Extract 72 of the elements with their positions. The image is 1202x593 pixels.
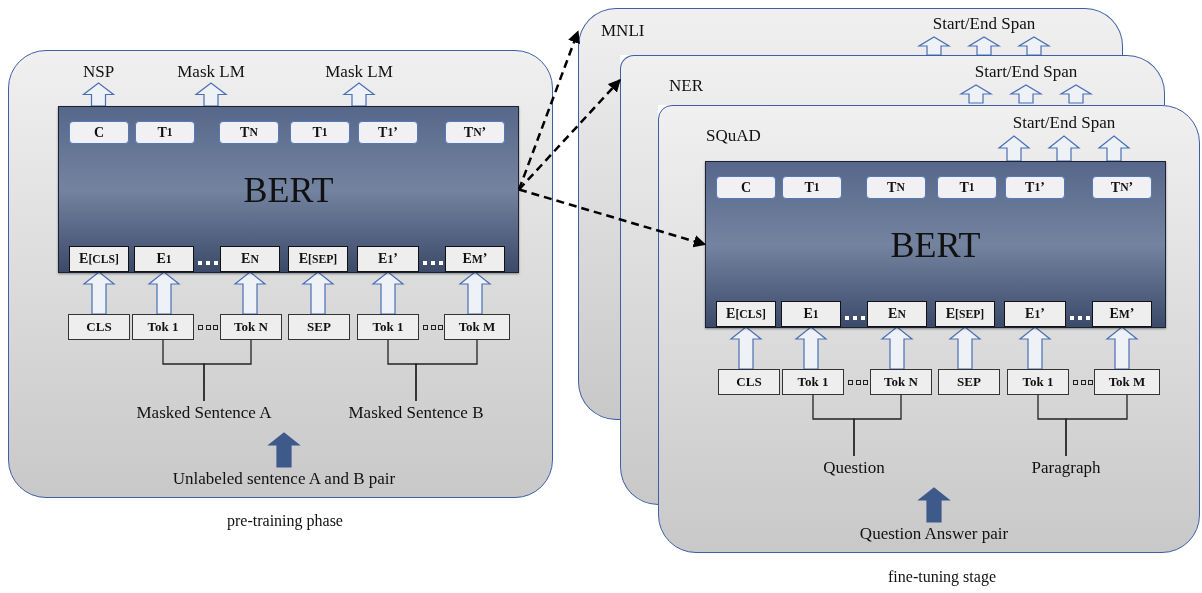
bracket-line [1065,394,1128,457]
token-box: Tok 1 [1007,369,1069,395]
token-box: C [716,176,776,199]
block-arrow [194,82,228,107]
model-label: BERT [242,169,335,211]
output-label: Mask LM [166,61,256,83]
token-box: Tok 1 [132,314,194,340]
output-label: NSP [71,61,126,83]
bracket-line [415,339,478,402]
model-block [58,106,519,273]
block-arrow [997,135,1031,162]
block-arrow [81,82,116,107]
token-box: Tok N [220,314,282,340]
output-label: Start/End Span [989,110,1139,136]
token-box: SEP [938,369,1000,395]
panel-title: NER [669,76,703,96]
panel-title: MNLI [601,21,645,41]
segment-label: Masked Sentence B [321,401,511,425]
block-arrow [880,326,914,370]
output-label: Mask LM [314,61,404,83]
input-label: Unlabeled sentence A and B pair [129,467,439,491]
block-arrow [458,271,492,315]
block-arrow [917,487,951,523]
block-arrow [1105,326,1139,370]
stage-caption: pre-training phase [226,511,344,532]
model-label: BERT [889,224,982,266]
block-arrow [1018,326,1052,370]
block-arrow [267,432,301,468]
block-arrow [916,36,952,56]
stage-caption: fine-tuning stage [887,567,997,588]
token-box: Tok M [1094,369,1160,395]
token-box: SEP [288,314,350,340]
panel-title: SQuAD [706,126,761,146]
block-arrow [82,271,116,315]
token-box: C [69,121,129,144]
block-arrow [729,326,763,370]
block-arrow [233,271,267,315]
block-arrow [1097,135,1131,162]
token-box: Tok 1 [782,369,844,395]
panel [8,50,553,498]
output-label: Start/End Span [951,59,1101,85]
block-arrow [1008,84,1044,104]
token-box: Tok 1 [357,314,419,340]
block-arrow [371,271,405,315]
segment-label: Paragraph [971,456,1161,480]
input-label: Question Answer pair [779,522,1089,546]
block-arrow [958,84,994,104]
output-label: Start/End Span [909,11,1059,37]
segment-label: Question [759,456,949,480]
panel [578,8,1123,55]
token-box: CLS [68,314,130,340]
bracket-line [853,394,902,457]
block-arrow [1016,36,1052,56]
block-arrow [794,326,828,370]
block-arrow [948,326,982,370]
block-arrow [1058,84,1094,104]
dashed-arrow [518,79,621,191]
block-arrow [966,36,1002,56]
bracket-line [203,339,252,402]
panel [658,105,1200,553]
dashed-arrow [518,188,707,248]
block-arrow [147,271,181,315]
block-arrow [301,271,335,315]
dashed-arrow [517,30,580,190]
token-box: CLS [718,369,780,395]
panel [620,55,1165,105]
token-box: Tok M [444,314,510,340]
segment-label: Masked Sentence A [109,401,299,425]
model-block [705,161,1166,328]
block-arrow [1047,135,1081,162]
token-box: Tok N [870,369,932,395]
block-arrow [342,82,376,107]
